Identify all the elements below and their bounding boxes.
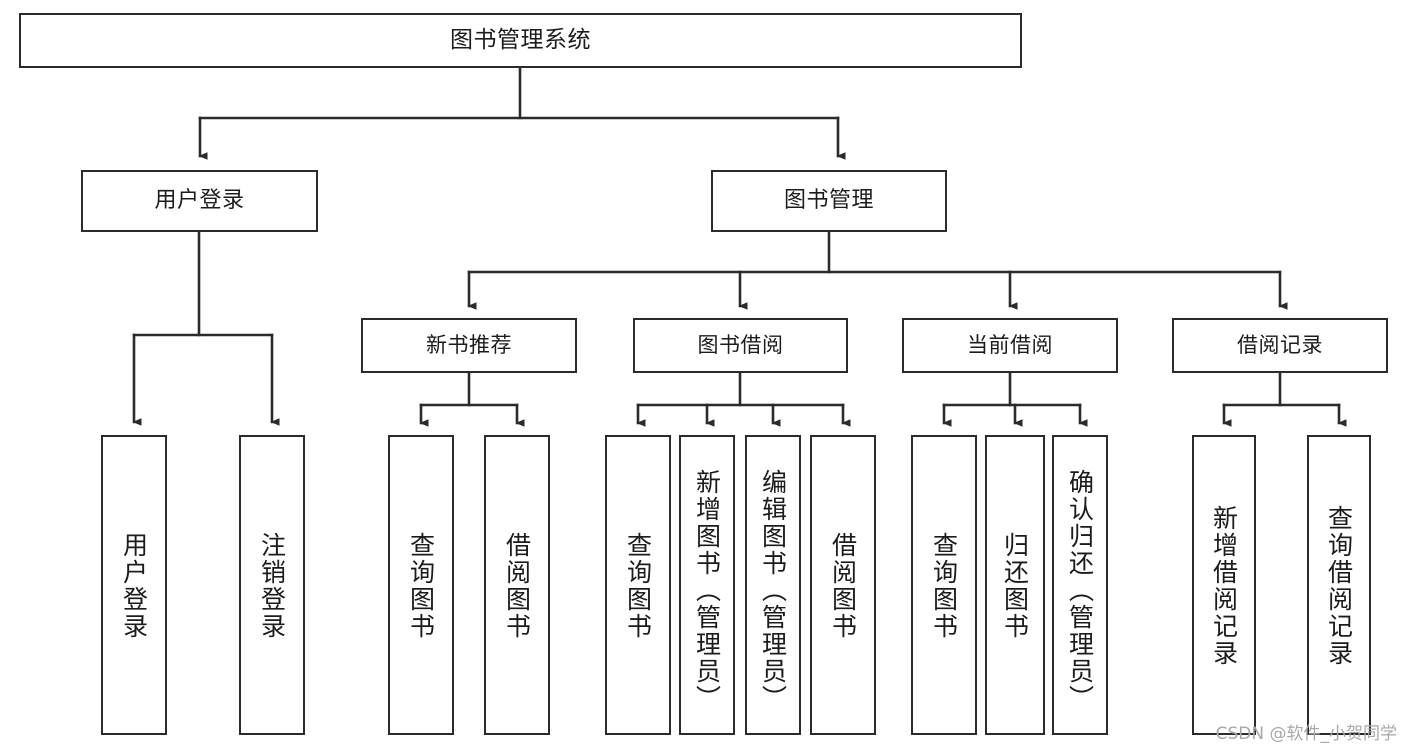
node-leaf-borrow-book-1-label: 借阅图书: [502, 532, 532, 640]
node-new-book-rec[interactable]: 新书推荐: [361, 318, 577, 373]
node-leaf-query-book-3[interactable]: 查询图书: [911, 435, 977, 735]
node-user-login-label: 用户登录: [154, 188, 245, 214]
node-current-borrow-label: 当前借阅: [967, 333, 1053, 358]
node-user-login[interactable]: 用户登录: [81, 170, 318, 232]
node-leaf-confirm-return-label: 确认归还（管理员）: [1065, 468, 1095, 712]
node-leaf-query-book-2-label: 查询图书: [623, 532, 653, 640]
node-book-manage[interactable]: 图书管理: [711, 170, 947, 232]
node-root[interactable]: 图书管理系统: [19, 13, 1022, 68]
node-leaf-query-record[interactable]: 查询借阅记录: [1307, 435, 1371, 735]
node-leaf-query-book-2[interactable]: 查询图书: [605, 435, 671, 735]
node-leaf-user-login[interactable]: 用户登录: [101, 435, 167, 735]
node-book-borrow[interactable]: 图书借阅: [633, 318, 848, 373]
node-leaf-query-book-1[interactable]: 查询图书: [388, 435, 454, 735]
node-leaf-add-record[interactable]: 新增借阅记录: [1192, 435, 1256, 735]
node-leaf-add-book[interactable]: 新增图书（管理员）: [679, 435, 735, 735]
node-book-borrow-label: 图书借阅: [697, 333, 784, 358]
node-leaf-edit-book-label: 编辑图书（管理员）: [758, 468, 788, 712]
node-leaf-return-book[interactable]: 归还图书: [985, 435, 1045, 735]
node-leaf-add-record-label: 新增借阅记录: [1209, 505, 1239, 667]
node-leaf-user-logout[interactable]: 注销登录: [239, 435, 305, 735]
node-leaf-edit-book[interactable]: 编辑图书（管理员）: [745, 435, 801, 735]
node-leaf-query-book-1-label: 查询图书: [406, 532, 436, 640]
node-borrow-record[interactable]: 借阅记录: [1172, 318, 1388, 373]
node-leaf-borrow-book-2[interactable]: 借阅图书: [810, 435, 876, 735]
node-root-label: 图书管理系统: [450, 26, 591, 53]
node-borrow-record-label: 借阅记录: [1237, 333, 1323, 358]
node-leaf-user-logout-label: 注销登录: [257, 532, 287, 640]
node-current-borrow[interactable]: 当前借阅: [902, 318, 1118, 373]
node-new-book-rec-label: 新书推荐: [426, 333, 512, 358]
node-leaf-return-book-label: 归还图书: [1000, 532, 1030, 640]
node-leaf-confirm-return[interactable]: 确认归还（管理员）: [1052, 435, 1108, 735]
node-leaf-query-record-label: 查询借阅记录: [1324, 505, 1354, 667]
node-book-manage-label: 图书管理: [783, 188, 874, 214]
watermark-text: CSDN @软件_小贺同学: [1215, 724, 1397, 744]
node-leaf-add-book-label: 新增图书（管理员）: [692, 468, 722, 712]
node-leaf-borrow-book-2-label: 借阅图书: [828, 532, 858, 640]
node-leaf-user-login-label: 用户登录: [119, 532, 149, 640]
node-leaf-borrow-book-1[interactable]: 借阅图书: [484, 435, 550, 735]
node-leaf-query-book-3-label: 查询图书: [929, 532, 959, 640]
